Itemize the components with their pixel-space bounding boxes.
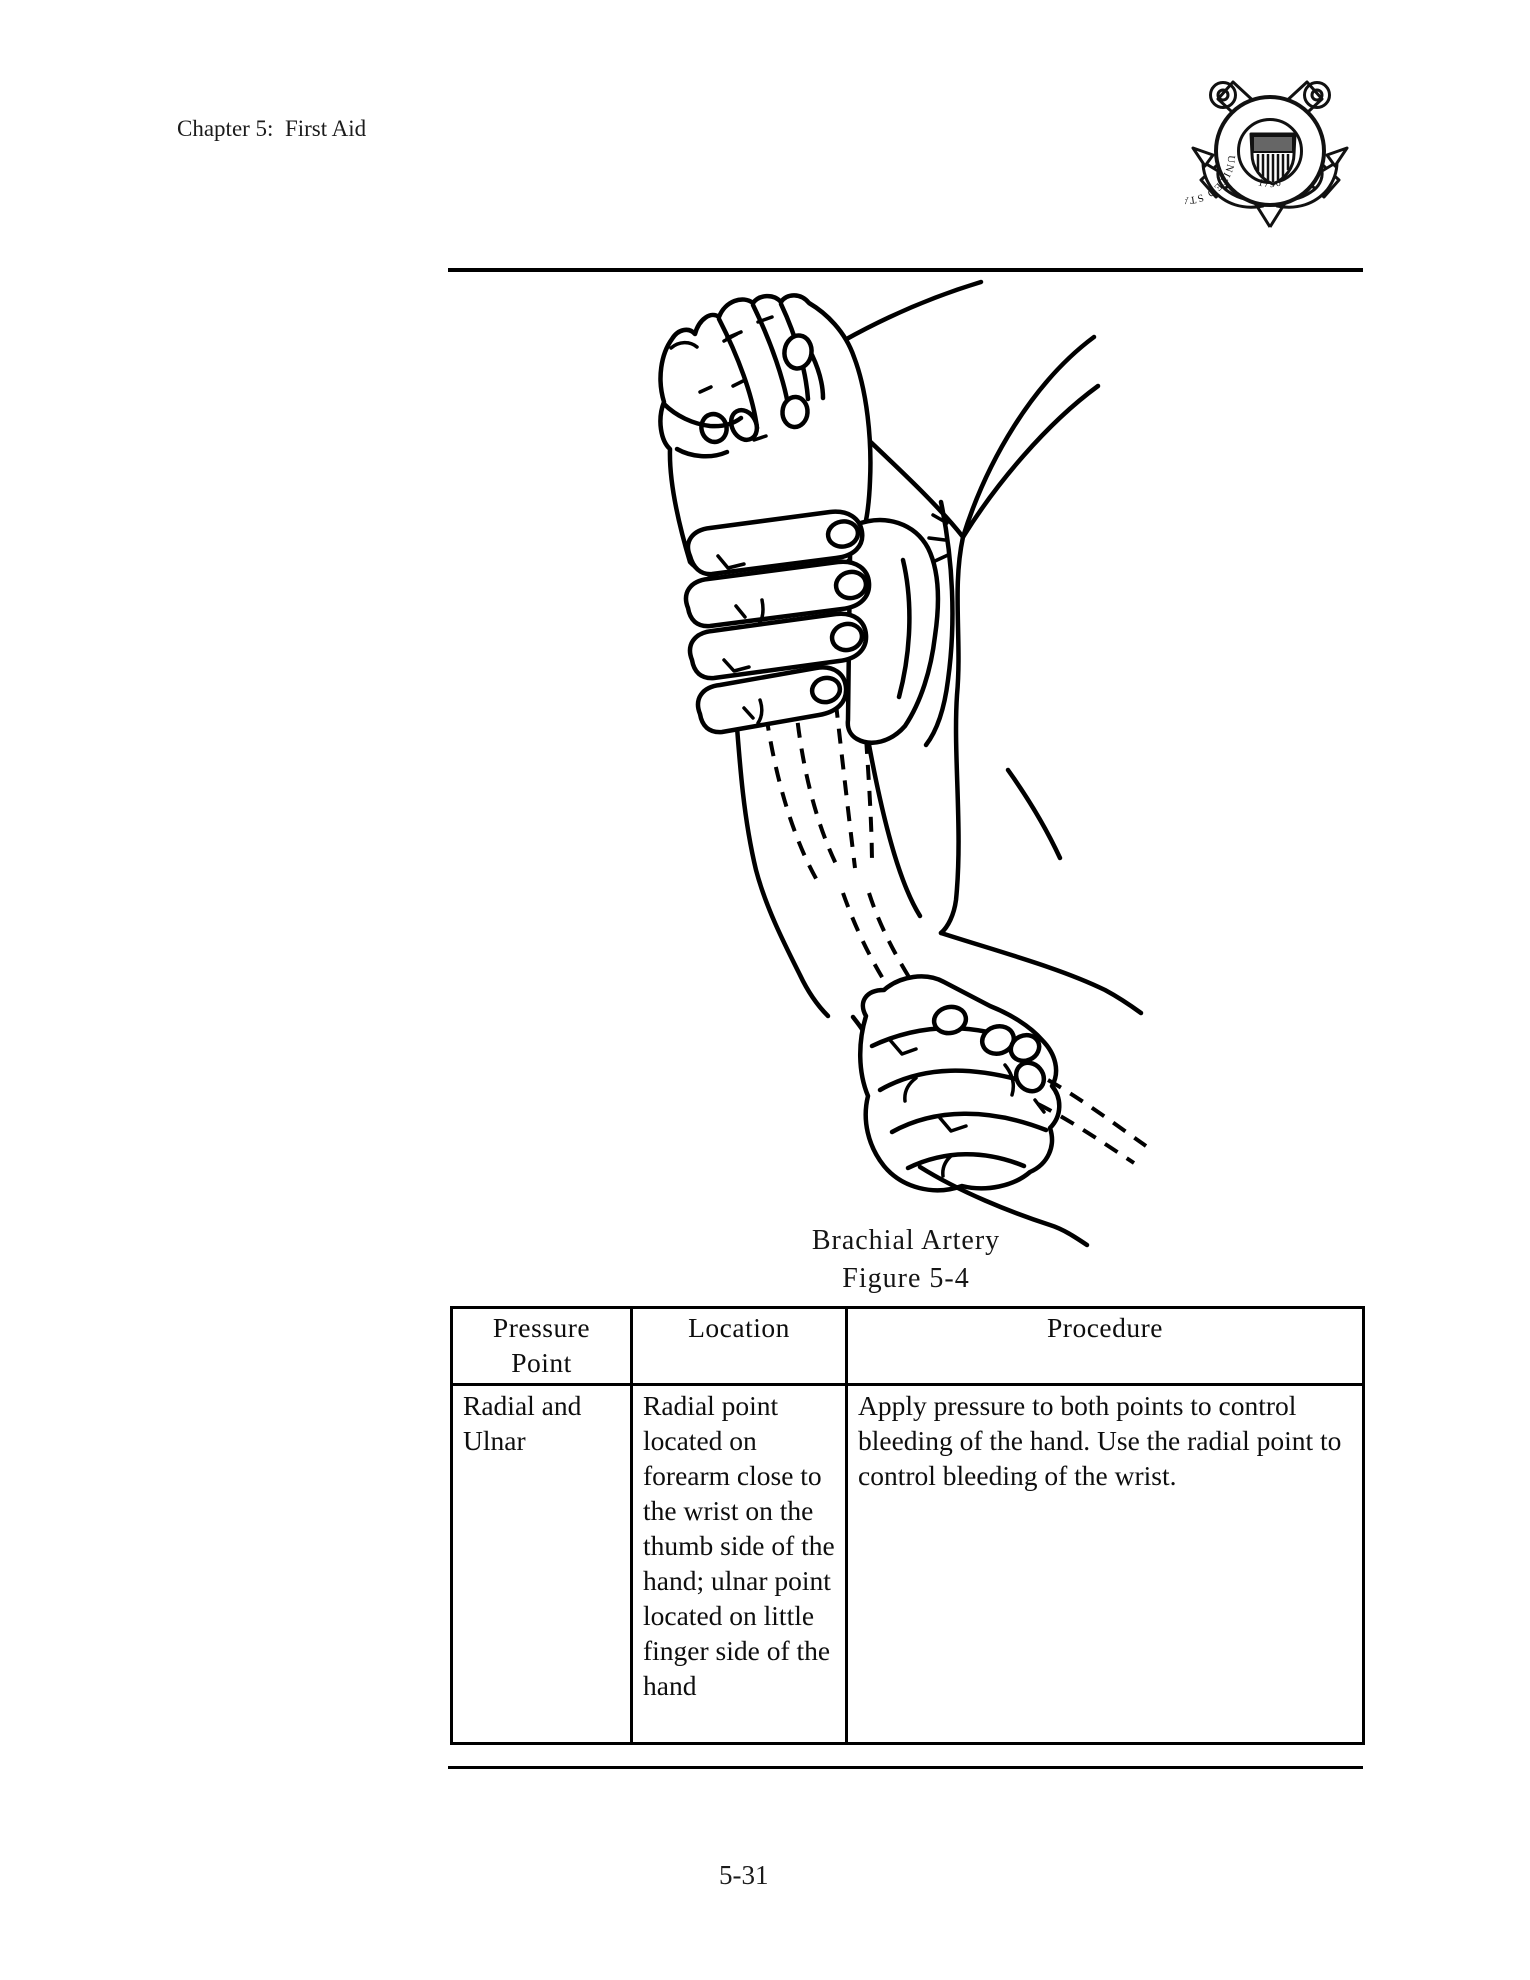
brachial-artery-illustration (658, 279, 1148, 1248)
table-header-row: Pressure Point Location Procedure (450, 1306, 1365, 1386)
coast-guard-emblem-icon: UNITED STATES COAST GUARD 1790 (1185, 80, 1349, 228)
top-rule (448, 268, 1363, 272)
cell-procedure: Apply pressure to both points to control… (845, 1383, 1365, 1745)
header-location: Location (630, 1306, 848, 1386)
header-pressure-point: Pressure Point (450, 1306, 633, 1386)
cell-location: Radial point located on forearm close to… (630, 1383, 848, 1745)
figure-caption-number: Figure 5-4 (842, 1263, 970, 1294)
figure-caption-title: Brachial Artery (811, 1225, 1001, 1256)
chapter-header: Chapter 5: First Aid (177, 116, 367, 141)
bottom-rule (448, 1766, 1363, 1769)
cell-pressure-point: Radial and Ulnar (450, 1383, 633, 1745)
table-row: Radial and Ulnar Radial point located on… (450, 1383, 1365, 1745)
pressure-points-table: Pressure Point Location Procedure Radial… (450, 1306, 1365, 1745)
page-number: 5-31 (719, 1860, 769, 1890)
figure-caption: Brachial Artery Figure 5-4 (450, 1222, 1362, 1298)
header-procedure: Procedure (845, 1306, 1365, 1386)
